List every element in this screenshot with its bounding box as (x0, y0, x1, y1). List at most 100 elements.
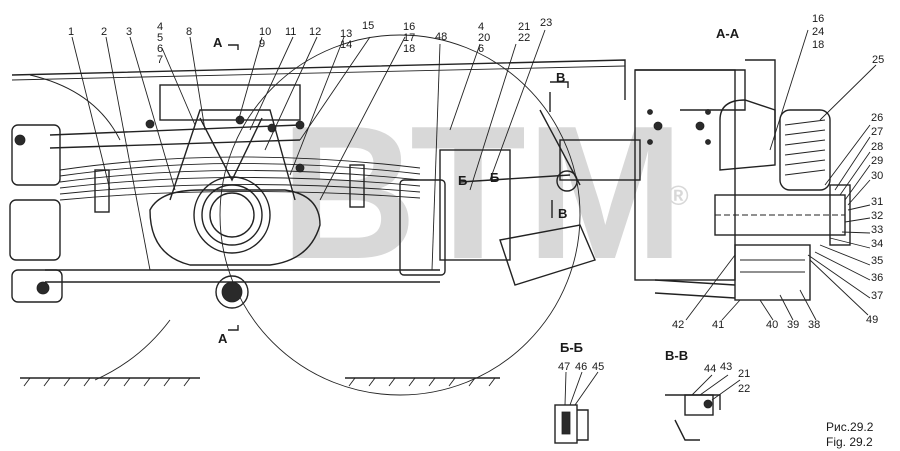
aa-bracket-hook (745, 59, 776, 140)
carrier-block (439, 149, 511, 261)
leader-lines (71, 29, 877, 406)
callout-25: 25 (872, 54, 884, 66)
section-marker-lines (228, 44, 569, 331)
brake-chamber (499, 224, 596, 286)
hub-bracket-v (199, 117, 263, 182)
callout-37: 37 (871, 290, 883, 302)
aa-upper-bracket (719, 99, 776, 171)
callout-15: 15 (362, 20, 374, 32)
callout-45: 45 (592, 361, 604, 373)
callout-29: 29 (871, 155, 883, 167)
lower-end-bracket (11, 269, 63, 303)
label-section-aa: А-А (716, 26, 740, 41)
callout-18b: 18 (812, 39, 824, 51)
side-view (9, 34, 641, 396)
callout-28: 28 (871, 141, 883, 153)
callout-6a: 6 (157, 43, 163, 55)
label-section-bb: Б-Б (560, 340, 583, 355)
callout-30: 30 (871, 170, 883, 182)
aa-spring-coils (784, 119, 826, 176)
ground-hatch (23, 377, 496, 387)
callout-48: 48 (435, 31, 447, 43)
callout-1: 1 (68, 26, 74, 38)
front-lower-bracket (9, 199, 61, 261)
watermark-mark: ® (668, 180, 689, 211)
callout-38: 38 (808, 319, 820, 331)
callout-36: 36 (871, 272, 883, 284)
spring-clamp-2 (349, 164, 365, 208)
callout-2: 2 (101, 26, 107, 38)
label-section-vv: В-В (665, 348, 688, 363)
callout-33: 33 (871, 224, 883, 236)
callout-11: 11 (285, 26, 296, 38)
callout-22b: 22 (738, 383, 750, 395)
callout-14: 14 (340, 39, 352, 51)
callout-43: 43 (720, 361, 732, 373)
callout-40: 40 (766, 319, 778, 331)
callout-26: 26 (871, 112, 883, 124)
aa-end-cap (829, 184, 851, 246)
frame-bolt-c (145, 119, 155, 129)
bracket-bolt-2 (36, 281, 50, 295)
callout-13: 13 (340, 28, 352, 40)
aa-rivet-6 (705, 139, 711, 145)
callout-18a: 18 (403, 43, 415, 55)
callout-numbers: 1 2 3 4 5 6 7 8 9 10 11 12 13 14 15 16 1… (68, 13, 884, 395)
callout-46: 46 (575, 361, 587, 373)
bb-pin (561, 411, 571, 435)
section-aa-view (634, 59, 851, 301)
label-small-b-1: Б (458, 173, 467, 188)
aa-spring-housing (779, 109, 831, 191)
watermark-text: ВТМ (280, 87, 684, 299)
callout-4a: 4 (157, 21, 163, 33)
left-wheel-bottom-arc (94, 319, 171, 381)
watermark: ВТМ ® (280, 87, 689, 299)
callout-32: 32 (871, 210, 883, 222)
callout-24: 24 (812, 26, 824, 38)
balancer-hub (149, 176, 321, 309)
callout-42: 42 (672, 319, 684, 331)
callout-41: 41 (712, 319, 724, 331)
callout-21a: 21 (518, 21, 530, 33)
axle-housing (399, 179, 446, 276)
caption-ru: Рис.29.2 (826, 420, 874, 434)
upper-rod-bottom (49, 139, 301, 149)
aa-lower-block (734, 244, 811, 301)
callout-3: 3 (126, 26, 132, 38)
left-wheel-arc (29, 74, 121, 141)
bracket-bolt-1 (14, 134, 26, 146)
section-vv-view (665, 394, 721, 441)
callout-5: 5 (157, 32, 163, 44)
bracket-plate (559, 139, 641, 181)
callout-16b: 16 (812, 13, 824, 25)
callout-20: 20 (478, 32, 490, 44)
callout-7: 7 (157, 54, 163, 66)
label-section-b-bottom: В (558, 206, 567, 221)
callout-47: 47 (558, 361, 570, 373)
aa-rivet-4 (695, 121, 705, 131)
label-section-a-top: А (213, 35, 223, 50)
frame-bolt-a (235, 115, 245, 125)
tie-rod (459, 174, 571, 183)
frame-bracket (159, 84, 301, 121)
callout-22a: 22 (518, 32, 530, 44)
aa-rivet-5 (647, 139, 653, 145)
callout-17: 17 (403, 32, 415, 44)
callout-49: 49 (866, 314, 878, 326)
frame-top-line (11, 59, 626, 100)
frame-bolt-d (295, 120, 305, 130)
bb-body (554, 404, 578, 444)
aa-rivet-2 (705, 109, 711, 115)
callout-12: 12 (309, 26, 321, 38)
aa-lower-block-lines (740, 259, 805, 273)
spring-clamp-1 (94, 169, 110, 213)
frame-inner-line (11, 65, 626, 81)
callout-31: 31 (871, 196, 883, 208)
callout-44: 44 (704, 363, 716, 375)
label-section-a-bottom: А (218, 331, 228, 346)
lever-joint (556, 170, 578, 192)
upper-rod-top (49, 124, 301, 136)
callout-23: 23 (540, 17, 552, 29)
